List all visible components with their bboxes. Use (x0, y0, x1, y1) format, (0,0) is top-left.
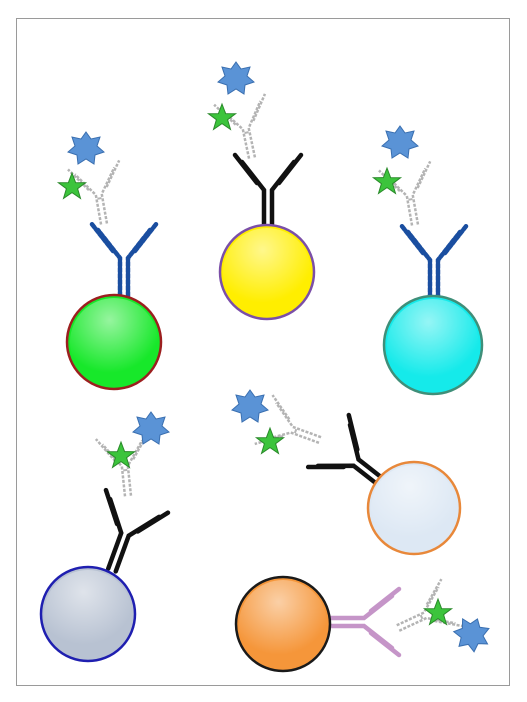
fluorophore-star-icon (207, 103, 237, 130)
bead-highlight (70, 298, 158, 386)
burst-icon (381, 125, 419, 159)
yellow-bead-assembly (207, 61, 316, 321)
primary-antibody (235, 155, 301, 228)
cyan-bead-assembly (372, 125, 484, 396)
primary-antibody (91, 223, 157, 296)
burst-icon (217, 61, 255, 95)
bead-highlight (371, 465, 457, 551)
fluorophore-star-icon (372, 167, 402, 194)
burst-icon (132, 411, 170, 445)
orange-bead-assembly (234, 575, 495, 673)
secondary-antibody (253, 393, 331, 466)
primary-antibody (401, 225, 467, 298)
primary-antibody (326, 589, 399, 655)
bead-highlight (44, 570, 132, 658)
green-bead-assembly (57, 131, 163, 391)
bead-highlight (239, 580, 327, 668)
gray-bead-assembly (39, 411, 170, 663)
bead-highlight (223, 228, 311, 316)
burst-icon (67, 131, 105, 165)
burst-icon (449, 612, 495, 656)
bead-highlight (387, 299, 479, 391)
burst-icon (231, 389, 269, 423)
lightblue-bead-assembly (231, 389, 462, 556)
fluorophore-star-icon (255, 427, 285, 454)
secondary-antibody (212, 92, 279, 165)
fluorophore-star-icon (57, 172, 87, 199)
